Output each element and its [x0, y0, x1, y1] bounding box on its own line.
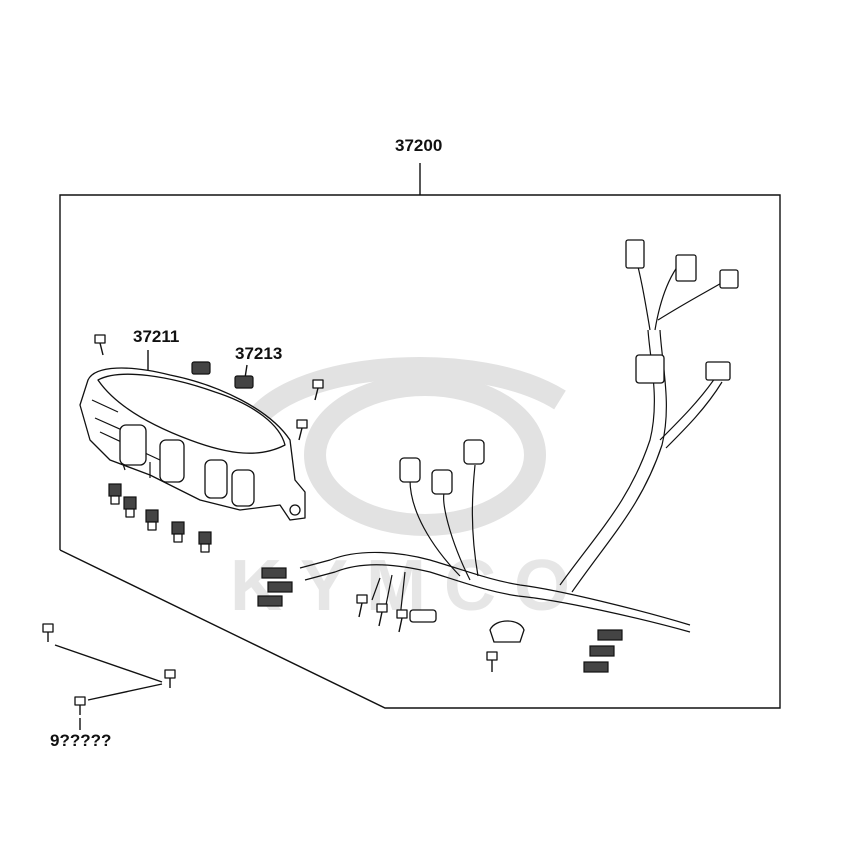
screw-icon	[164, 669, 176, 688]
harness-screws	[356, 594, 498, 672]
screw-icon	[74, 696, 86, 715]
cushion-pad	[191, 361, 211, 375]
cushion-pad	[234, 375, 254, 389]
bulb-sockets	[108, 483, 212, 553]
loose-screws	[42, 623, 176, 730]
screw-icon	[94, 334, 106, 356]
meter-screws	[94, 334, 324, 441]
screw-icon	[42, 623, 54, 642]
wire-harness	[257, 239, 739, 673]
label-37211: 37211	[133, 327, 179, 346]
assembly-frame	[59, 163, 781, 709]
label-37200: 37200	[395, 136, 442, 155]
label-37213: 37213	[235, 344, 282, 363]
label-screw: 9?????	[50, 731, 111, 750]
screw-icon	[296, 419, 308, 441]
screw-icon	[312, 379, 324, 401]
meter-assembly	[79, 367, 306, 521]
